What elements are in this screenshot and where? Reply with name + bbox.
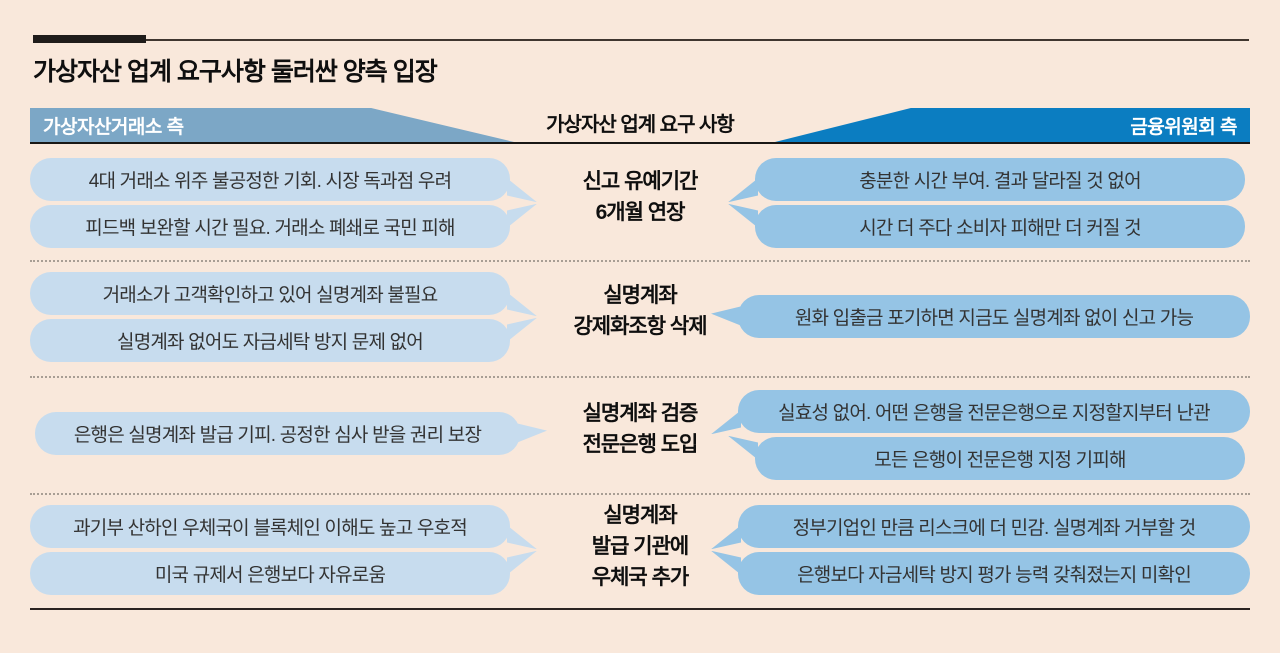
bubble-text: 시간 더 주다 소비자 피해만 더 커질 것 (859, 218, 1141, 239)
exchange-bubble: 과기부 산하인 우체국이 블록체인 이해도 높고 우호적 (30, 505, 537, 550)
header-fsc-side: 금융위원회 측 (775, 108, 1250, 142)
exchange-bubble: 은행은 실명계좌 발급 기피. 공정한 심사 받을 권리 보장 (35, 412, 547, 455)
fsc-bubble: 충분한 시간 부여. 결과 달라질 것 없어 (728, 158, 1245, 203)
header-exchange-side: 가상자산거래소 측 (30, 108, 514, 142)
section-separator (30, 376, 1250, 378)
fsc-bubble: 시간 더 주다 소비자 피해만 더 커질 것 (728, 203, 1245, 248)
top-rule-accent (33, 35, 146, 43)
fsc-bubble: 모든 은행이 전문은행 지정 기피해 (728, 435, 1245, 480)
section-separator (30, 260, 1250, 262)
bubble-text: 정부기업인 만큼 리스크에 더 민감. 실명계좌 거부할 것 (792, 518, 1197, 539)
top-rule-line (33, 39, 1249, 41)
fsc-bubble: 실효성 없어. 어떤 은행을 전문은행으로 지정할지부터 난관 (711, 390, 1250, 435)
page-title: 가상자산 업계 요구사항 둘러싼 양측 입장 (33, 58, 438, 86)
fsc-bubble: 은행보다 자금세탁 방지 평가 능력 갖춰졌는지 미확인 (711, 550, 1250, 595)
topic-line: 신고 유예기간 (582, 170, 699, 193)
topic-label: 실명계좌 발급 기관에 우체국 추가 (514, 500, 766, 593)
bottom-rule-line (30, 608, 1250, 610)
bubble-text: 거래소가 고객확인하고 있어 실명계좌 불필요 (102, 285, 439, 306)
section-separator (30, 493, 1250, 495)
exchange-bubble: 피드백 보완할 시간 필요. 거래소 폐쇄로 국민 피해 (30, 203, 537, 248)
header-exchange-side-label: 가상자산거래소 측 (43, 116, 184, 138)
bubble-text: 실명계좌 없어도 자금세탁 방지 문제 없어 (117, 332, 424, 353)
topic-line: 실명계좌 (603, 284, 677, 307)
header-demands-label: 가상자산 업계 요구 사항 (546, 114, 735, 136)
bubble-text: 실효성 없어. 어떤 은행을 전문은행으로 지정할지부터 난관 (778, 403, 1210, 424)
topic-line: 강제화조항 삭제 (573, 315, 707, 338)
bubble-text: 미국 규제서 은행보다 자유로움 (154, 565, 386, 586)
topic-label: 실명계좌 검증 전문은행 도입 (514, 398, 766, 460)
exchange-bubble: 거래소가 고객확인하고 있어 실명계좌 불필요 (30, 272, 537, 317)
exchange-bubble: 4대 거래소 위주 불공정한 기회. 시장 독과점 우려 (30, 158, 537, 203)
bubble-text: 원화 입출금 포기하면 지금도 실명계좌 없이 신고 가능 (794, 308, 1194, 329)
bubble-text: 과기부 산하인 우체국이 블록체인 이해도 높고 우호적 (73, 518, 468, 539)
topic-line: 실명계좌 (603, 504, 677, 527)
bubble-text: 피드백 보완할 시간 필요. 거래소 폐쇄로 국민 피해 (85, 218, 455, 239)
bubble-text: 모든 은행이 전문은행 지정 기피해 (874, 450, 1126, 471)
topic-line: 우체국 추가 (591, 566, 689, 589)
topic-label: 신고 유예기간 6개월 연장 (514, 166, 766, 228)
header-underline (30, 142, 1250, 144)
topic-line: 실명계좌 검증 (582, 402, 699, 425)
exchange-bubble: 미국 규제서 은행보다 자유로움 (30, 550, 537, 595)
bubble-text: 은행은 실명계좌 발급 기피. 공정한 심사 받을 권리 보장 (73, 425, 482, 446)
topic-line: 발급 기관에 (591, 535, 689, 558)
bubble-text: 4대 거래소 위주 불공정한 기회. 시장 독과점 우려 (88, 171, 452, 192)
fsc-bubble: 원화 입출금 포기하면 지금도 실명계좌 없이 신고 가능 (711, 295, 1250, 338)
fsc-bubble: 정부기업인 만큼 리스크에 더 민감. 실명계좌 거부할 것 (711, 505, 1250, 550)
topic-label: 실명계좌 강제화조항 삭제 (514, 280, 766, 342)
bubble-text: 은행보다 자금세탁 방지 평가 능력 갖춰졌는지 미확인 (797, 565, 1192, 586)
bubble-text: 충분한 시간 부여. 결과 달라질 것 없어 (859, 171, 1141, 192)
topic-line: 6개월 연장 (595, 201, 686, 224)
header-fsc-side-label: 금융위원회 측 (1130, 116, 1237, 138)
topic-line: 전문은행 도입 (582, 433, 699, 456)
exchange-bubble: 실명계좌 없어도 자금세탁 방지 문제 없어 (30, 317, 537, 362)
